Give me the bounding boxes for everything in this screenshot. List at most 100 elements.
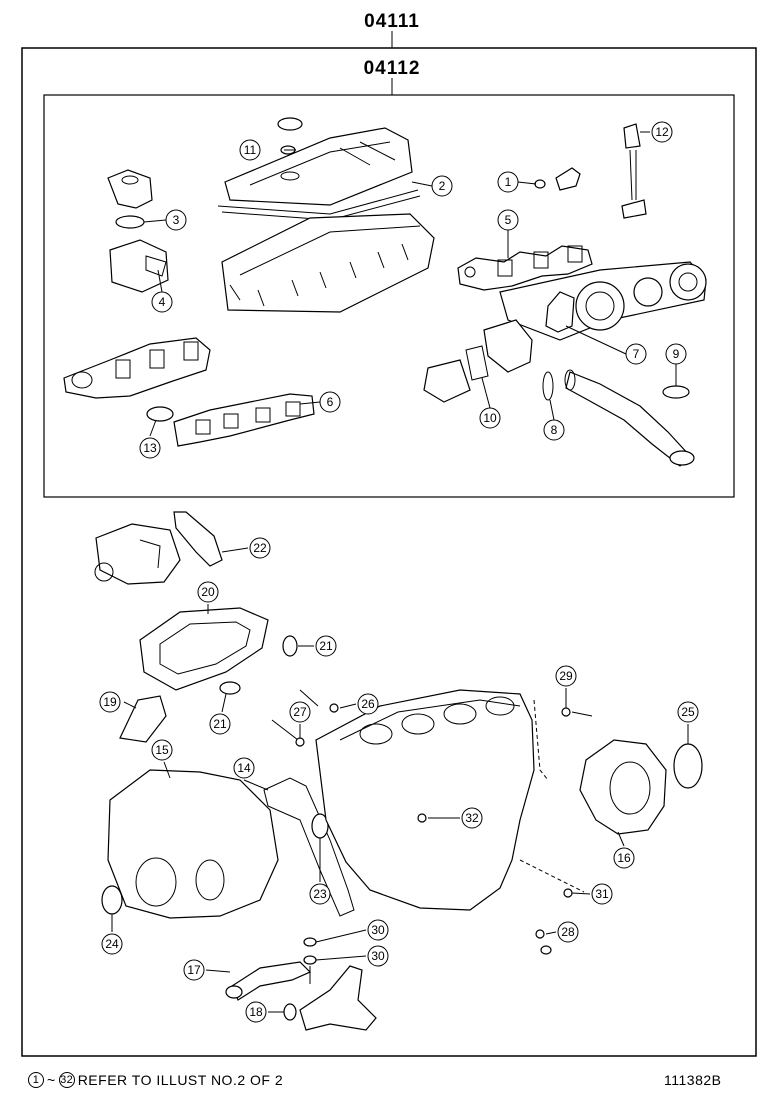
svg-text:29: 29: [559, 669, 573, 683]
callout-19: 19: [99, 691, 121, 713]
inner-ref-label: 04112: [364, 58, 421, 79]
svg-text:32: 32: [465, 811, 479, 825]
gasket-21-upper: [282, 635, 298, 657]
svg-text:3: 3: [173, 213, 180, 227]
svg-text:14: 14: [237, 761, 251, 775]
intake-manifold: [63, 337, 211, 399]
water-pump: [94, 523, 181, 585]
gasket-30-lower: [303, 955, 317, 965]
plug-31: [563, 888, 573, 898]
footer-note: 1 ~ 32 REFER TO ILLUST NO.2 OF 2: [28, 1072, 283, 1088]
timing-cover: [107, 769, 279, 919]
callout-31: 31: [591, 883, 613, 905]
svg-text:30: 30: [371, 923, 385, 937]
leader-lines: [111, 131, 689, 1013]
callout-15: 15: [151, 739, 173, 761]
water-outlet: [107, 169, 153, 209]
callout-18: 18: [245, 1001, 267, 1023]
callout-17: 17: [183, 959, 205, 981]
plug-32: [417, 813, 427, 823]
cylinder-head: [221, 213, 435, 313]
callout-20: 20: [197, 581, 219, 603]
gasket-ring-9: [662, 385, 690, 399]
callout-22: 22: [249, 537, 271, 559]
callout-25: 25: [677, 701, 699, 723]
callout-30-lower: 30: [367, 945, 389, 967]
outlet-seal: [115, 215, 145, 229]
rear-oil-seal: [673, 743, 703, 789]
svg-text:18: 18: [249, 1005, 263, 1019]
callout-8: 8: [543, 419, 565, 441]
callout-7: 7: [625, 343, 647, 365]
cylinder-block: [315, 689, 535, 911]
plug-29: [561, 707, 571, 717]
svg-text:13: 13: [143, 441, 157, 455]
intake-manifold-gasket: [173, 393, 315, 447]
exhaust-manifold-gasket: [457, 245, 593, 291]
gasket-19: [119, 695, 167, 743]
bolt-27: [271, 719, 305, 747]
callout-4: 4: [151, 291, 173, 313]
callout-14: 14: [233, 757, 255, 779]
refer-note-text: REFER TO ILLUST NO.2 OF 2: [77, 1072, 284, 1088]
svg-text:2: 2: [439, 179, 446, 193]
timing-cover-gasket-20: [139, 607, 269, 691]
svg-text:16: 16: [617, 851, 631, 865]
valve-stem-seal: [621, 123, 647, 219]
timing-gasket-14: [263, 777, 355, 917]
bolt-26: [299, 689, 339, 713]
exhaust-pipe: [542, 369, 695, 467]
svg-text:31: 31: [595, 887, 609, 901]
outer-frame: [21, 47, 757, 1057]
svg-text:10: 10: [483, 411, 497, 425]
callout-27: 27: [289, 701, 311, 723]
callout-21-lower: 21: [209, 713, 231, 735]
svg-text:23: 23: [313, 887, 327, 901]
outer-ref-label: 04111: [364, 11, 420, 32]
callout-26: 26: [357, 693, 379, 715]
callout-1: 1: [497, 171, 519, 193]
range-end-callout: 32: [58, 1072, 75, 1088]
callout-29: 29: [555, 665, 577, 687]
callout-5: 5: [497, 209, 519, 231]
callout-21-upper: 21: [315, 635, 337, 657]
inner-frame: [43, 94, 735, 498]
svg-text:12: 12: [655, 125, 669, 139]
callout-6: 6: [319, 391, 341, 413]
callout-12: 12: [651, 121, 673, 143]
callout-13: 13: [139, 437, 161, 459]
svg-text:25: 25: [681, 705, 695, 719]
manifold-ring-13: [146, 406, 174, 422]
svg-text:6: 6: [327, 395, 334, 409]
cylinder-head-cover: [224, 117, 413, 206]
svg-text:27: 27: [293, 705, 307, 719]
svg-text:19: 19: [103, 695, 117, 709]
oring-18: [283, 1003, 297, 1021]
gasket-21-lower: [219, 681, 241, 695]
callout-9: 9: [665, 343, 687, 365]
rear-oil-seal-retainer: [579, 739, 667, 835]
svg-text:30: 30: [371, 949, 385, 963]
callout-10: 10: [479, 407, 501, 429]
svg-text:7: 7: [633, 347, 640, 361]
callout-16: 16: [613, 847, 635, 869]
svg-text:8: 8: [551, 423, 558, 437]
svg-text:28: 28: [561, 925, 575, 939]
exhaust-gasket-7: [545, 291, 575, 333]
svg-text:26: 26: [361, 697, 375, 711]
svg-text:11: 11: [244, 143, 257, 157]
bracket-22: [173, 511, 223, 567]
callout-28: 28: [557, 921, 579, 943]
svg-text:21: 21: [319, 639, 333, 653]
callout-32: 32: [461, 807, 483, 829]
gasket-30-upper: [303, 937, 317, 947]
oil-strainer-pipe: [225, 961, 377, 1031]
svg-text:4: 4: [159, 295, 166, 309]
range-start-callout: 1: [28, 1072, 44, 1088]
range-separator: ~: [47, 1072, 56, 1088]
illustration-id: 111382B: [664, 1072, 722, 1088]
turbo-elbow: [423, 319, 533, 403]
callout-30-upper: 30: [367, 919, 389, 941]
svg-text:24: 24: [105, 937, 119, 951]
